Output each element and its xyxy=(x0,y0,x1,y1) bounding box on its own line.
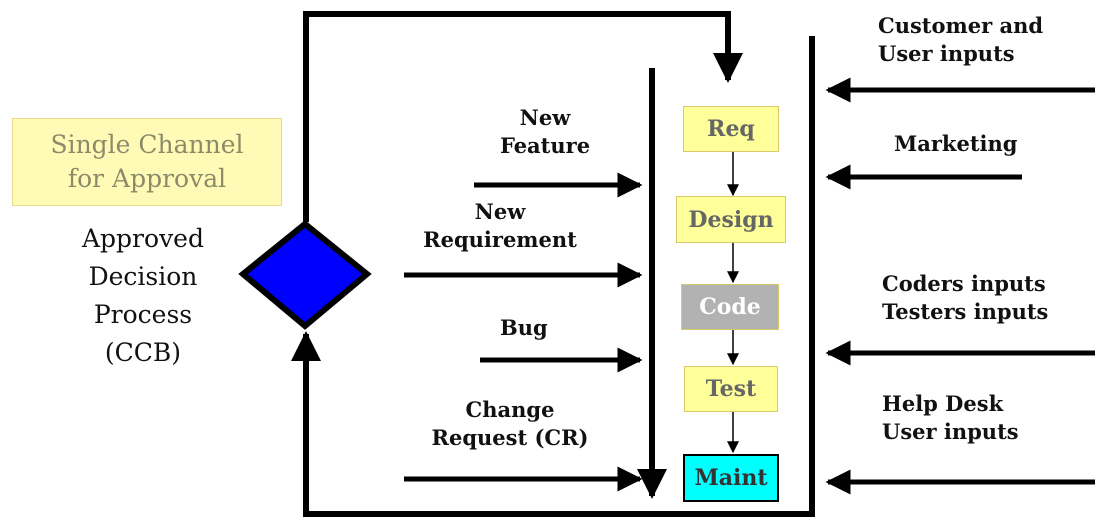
callout-line-2: for Approval xyxy=(67,164,227,193)
coders-line-2: Testers inputs xyxy=(882,299,1049,324)
loop-top-line xyxy=(303,11,743,222)
new-feature-line-1: New xyxy=(519,105,571,130)
stage-test-label: Test xyxy=(705,376,757,402)
new-feature-line-2: Feature xyxy=(499,133,591,158)
bug-line-1: Bug xyxy=(500,315,548,340)
new-requirement-line-1: New xyxy=(474,199,526,224)
helpdesk-line-2: User inputs xyxy=(882,419,1019,444)
decision-diamond xyxy=(238,220,372,330)
stage-design: Design xyxy=(676,196,786,243)
customer-label: Customer and User inputs xyxy=(878,12,1043,68)
stage-code: Code xyxy=(681,284,779,330)
single-channel-callout: Single Channel for Approval xyxy=(12,118,282,206)
stage-test: Test xyxy=(684,366,778,412)
marketing-line-1: Marketing xyxy=(894,131,1018,156)
change-request-line-2: Request (CR) xyxy=(431,425,589,450)
stage-req-label: Req xyxy=(707,116,755,142)
decision-line-3: Process xyxy=(93,300,193,329)
customer-line-2: User inputs xyxy=(878,41,1015,66)
callout-line-1: Single Channel xyxy=(50,130,244,159)
decision-line-4: (CCB) xyxy=(104,338,182,367)
stage-maint: Maint xyxy=(683,454,779,502)
stage-code-label: Code xyxy=(699,294,761,320)
customer-line-1: Customer and xyxy=(878,13,1044,38)
helpdesk-line-1: Help Desk xyxy=(882,391,1004,416)
new-requirement-label: New Requirement xyxy=(400,198,600,254)
loop-bottom-line xyxy=(291,331,815,517)
change-request-label: Change Request (CR) xyxy=(400,396,620,452)
marketing-label: Marketing xyxy=(894,130,1017,158)
change-request-line-1: Change xyxy=(465,397,555,422)
decision-label: Approved Decision Process (CCB) xyxy=(58,220,228,372)
stage-maint-label: Maint xyxy=(694,465,768,491)
stage-req: Req xyxy=(683,106,779,152)
bug-label: Bug xyxy=(500,314,548,342)
new-feature-label: New Feature xyxy=(470,104,620,160)
decision-line-2: Decision xyxy=(88,262,198,291)
coders-label: Coders inputs Testers inputs xyxy=(882,270,1048,326)
decision-line-1: Approved xyxy=(82,224,204,253)
stage-design-label: Design xyxy=(688,206,774,233)
coders-line-1: Coders inputs xyxy=(882,271,1046,296)
helpdesk-label: Help Desk User inputs xyxy=(882,390,1019,446)
new-requirement-line-2: Requirement xyxy=(423,227,577,252)
